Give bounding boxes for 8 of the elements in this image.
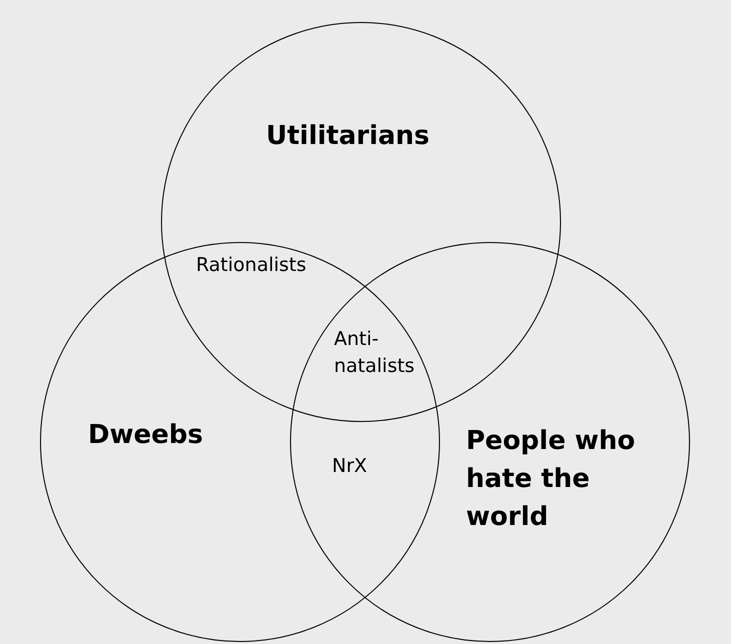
set-label: Utilitarians	[266, 120, 431, 153]
set-label: People who hate the world	[466, 425, 636, 534]
set-circle	[161, 22, 561, 422]
overlap-label: Anti-natalists	[334, 327, 416, 379]
overlap-label: NrX	[332, 454, 368, 479]
set-circle	[40, 242, 440, 642]
overlap-label: Rationalists	[196, 253, 308, 278]
set-label: Dweebs	[88, 419, 204, 452]
